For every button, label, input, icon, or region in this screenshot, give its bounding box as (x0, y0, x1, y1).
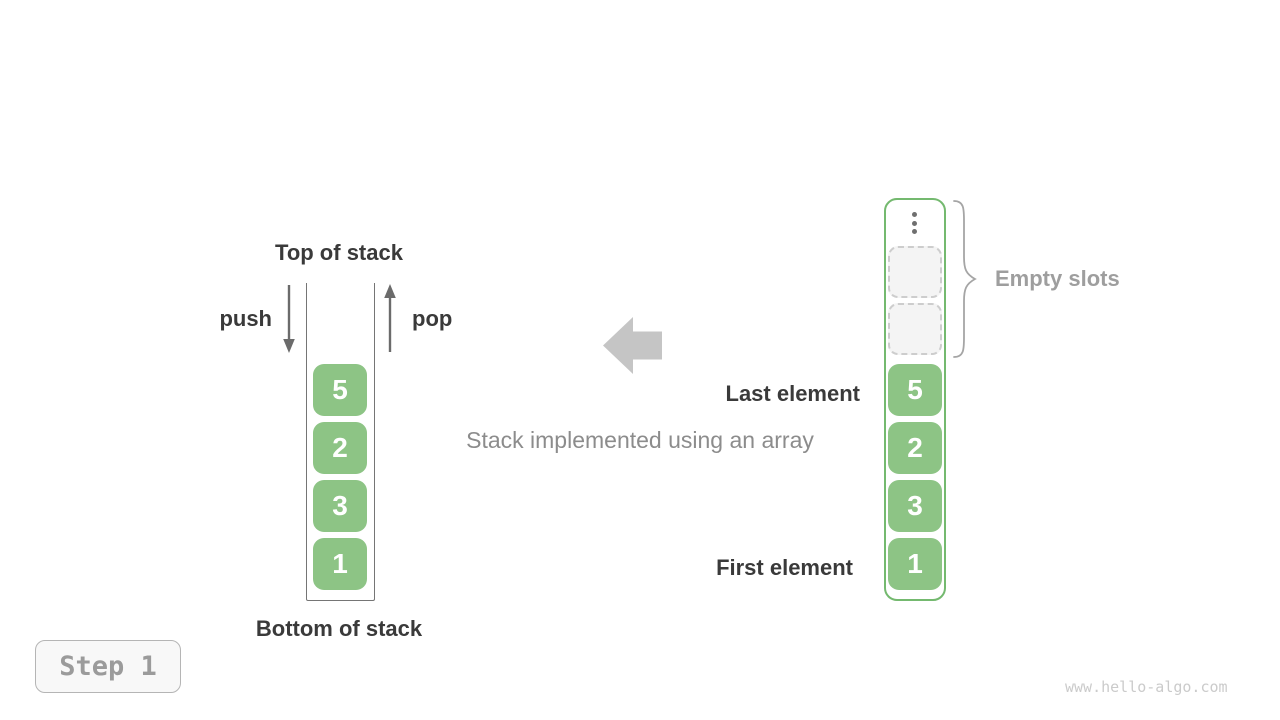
stack-element: 3 (313, 480, 367, 532)
bottom-of-stack-label: Bottom of stack (255, 616, 423, 641)
top-of-stack-label: Top of stack (275, 240, 403, 265)
vertical-dots-icon (912, 212, 917, 234)
stack-element: 2 (313, 422, 367, 474)
empty-slot (888, 303, 942, 355)
push-label: push (219, 306, 272, 331)
curly-brace-icon (951, 199, 977, 364)
stack-element: 1 (313, 538, 367, 590)
step-badge: Step 1 (35, 640, 181, 693)
pop-label: pop (412, 306, 453, 331)
array-element: 5 (888, 364, 942, 416)
array-element: 1 (888, 538, 942, 590)
empty-slot (888, 246, 942, 298)
empty-slots-label: Empty slots (995, 266, 1120, 291)
pop-up-arrow-icon (382, 283, 398, 358)
stack-container (306, 283, 375, 601)
last-element-label: Last element (725, 381, 861, 406)
diagram-caption: Stack implemented using an array (466, 427, 814, 453)
watermark-text: www.hello-algo.com (1065, 678, 1228, 696)
left-arrow-icon (603, 317, 662, 379)
stack-element: 5 (313, 364, 367, 416)
first-element-label: First element (716, 555, 853, 580)
push-down-arrow-icon (281, 284, 297, 359)
array-element: 2 (888, 422, 942, 474)
array-element: 3 (888, 480, 942, 532)
